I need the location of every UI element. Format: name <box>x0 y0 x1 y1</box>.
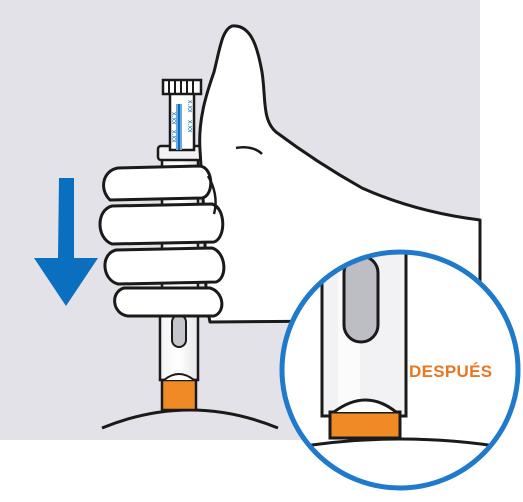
scale-mark: x.xx <box>186 120 193 133</box>
scale-mark: x.xx <box>170 130 177 143</box>
scale-mark: x.xx <box>170 112 177 125</box>
plunger-tip <box>162 380 196 410</box>
scale-mark: x.xx <box>186 100 193 113</box>
callout-label: DESPUÉS <box>409 362 492 382</box>
plunger-tip-magnified <box>330 412 400 438</box>
